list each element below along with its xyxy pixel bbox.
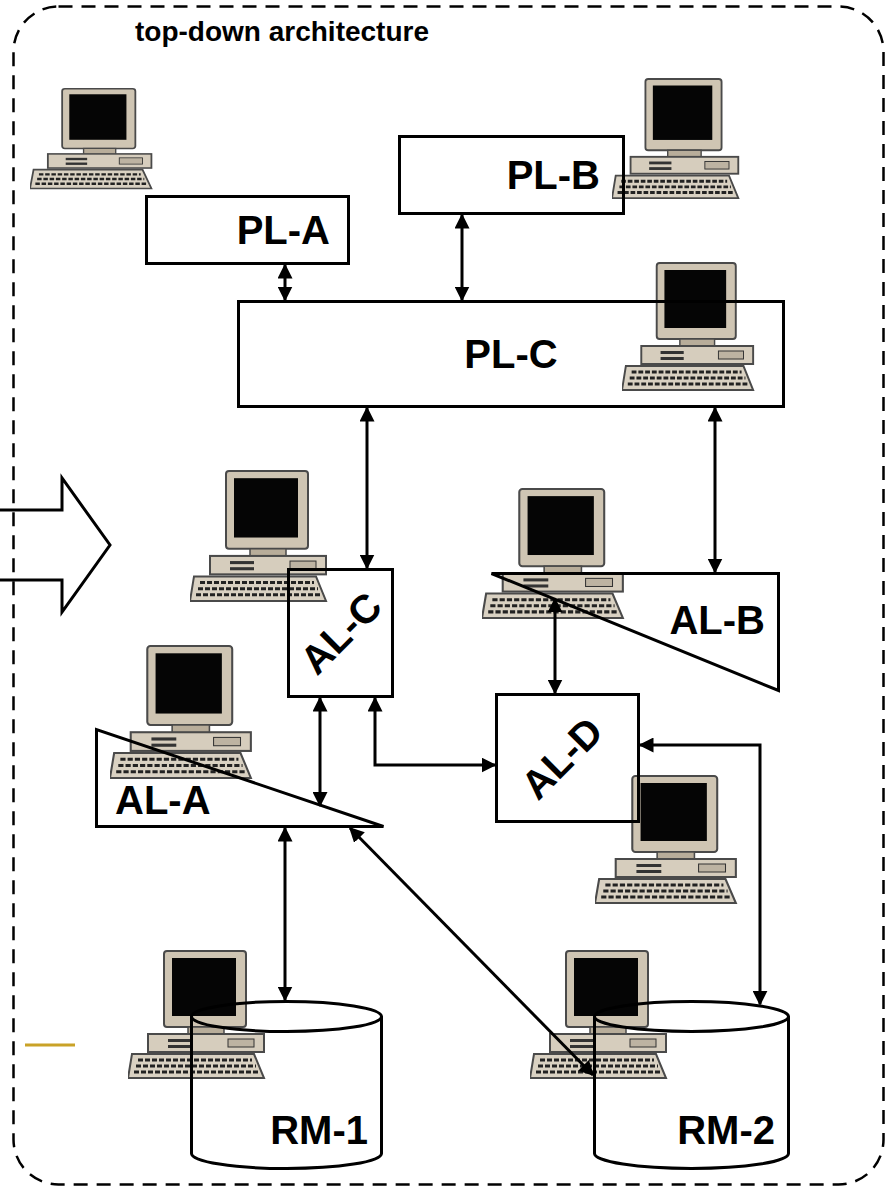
slide-rule (25, 1044, 75, 1047)
box-outline (497, 695, 639, 822)
arrow-connector (350, 828, 593, 1075)
node-label: top-down architecture (135, 18, 429, 46)
computer-icon (30, 89, 151, 189)
node-label: PL-B (507, 155, 600, 195)
node-label: RM-2 (677, 1110, 775, 1150)
cylinder-rim (595, 1017, 789, 1032)
cylinder-outline (595, 1002, 789, 1169)
cylinder-rim (192, 1017, 382, 1032)
computer-icon (622, 263, 753, 390)
application-triangle: AL-A (95, 728, 385, 828)
triangle-outline (492, 574, 779, 691)
system-boundary: top-down architecturePL-A PL-B PL-C AL-C AL-… (12, 5, 885, 1186)
boundary-outline (14, 7, 884, 1185)
computer-icon (128, 951, 264, 1078)
node-label: RM-1 (270, 1110, 368, 1150)
arrow-connector (640, 745, 760, 1004)
presentation-box: PL-A (145, 195, 350, 265)
triangle-outline (97, 730, 384, 827)
application-box: AL-C (287, 568, 394, 698)
computer-icon (530, 951, 666, 1078)
arrow-connector (554, 599, 557, 693)
resource-cylinder: RM-2 (593, 1000, 790, 1170)
node-label: AL-D (514, 710, 610, 806)
node-label: AL-C (293, 585, 389, 681)
box-outline (147, 197, 349, 264)
arrow-connector (319, 698, 322, 806)
presentation-box: PL-B (398, 135, 625, 215)
node-label: PL-A (237, 210, 330, 250)
resource-cylinder: RM-1 (190, 1000, 383, 1170)
arrow-connector (375, 698, 495, 765)
application-triangle: AL-B (490, 572, 780, 692)
cylinder-outline (192, 1002, 382, 1169)
box-outline (289, 570, 393, 697)
application-box: AL-D (495, 693, 640, 823)
node-label: AL-A (115, 780, 211, 820)
computer-icon (190, 471, 326, 601)
hollow-arrow (0, 478, 110, 612)
node-label: AL-B (669, 600, 765, 640)
box-outline (400, 137, 624, 214)
box-outline (239, 302, 784, 407)
node-label: PL-C (464, 334, 557, 374)
arrow-connector (714, 408, 717, 572)
arrow-connector (284, 828, 287, 1000)
arrow-connector (461, 215, 464, 300)
presentation-box: PL-C (237, 300, 785, 408)
node-outline (12, 5, 885, 1186)
computer-icon (612, 79, 738, 198)
arrow-connector (284, 265, 287, 300)
arrow-connector (366, 408, 369, 568)
computer-icon (595, 776, 736, 903)
